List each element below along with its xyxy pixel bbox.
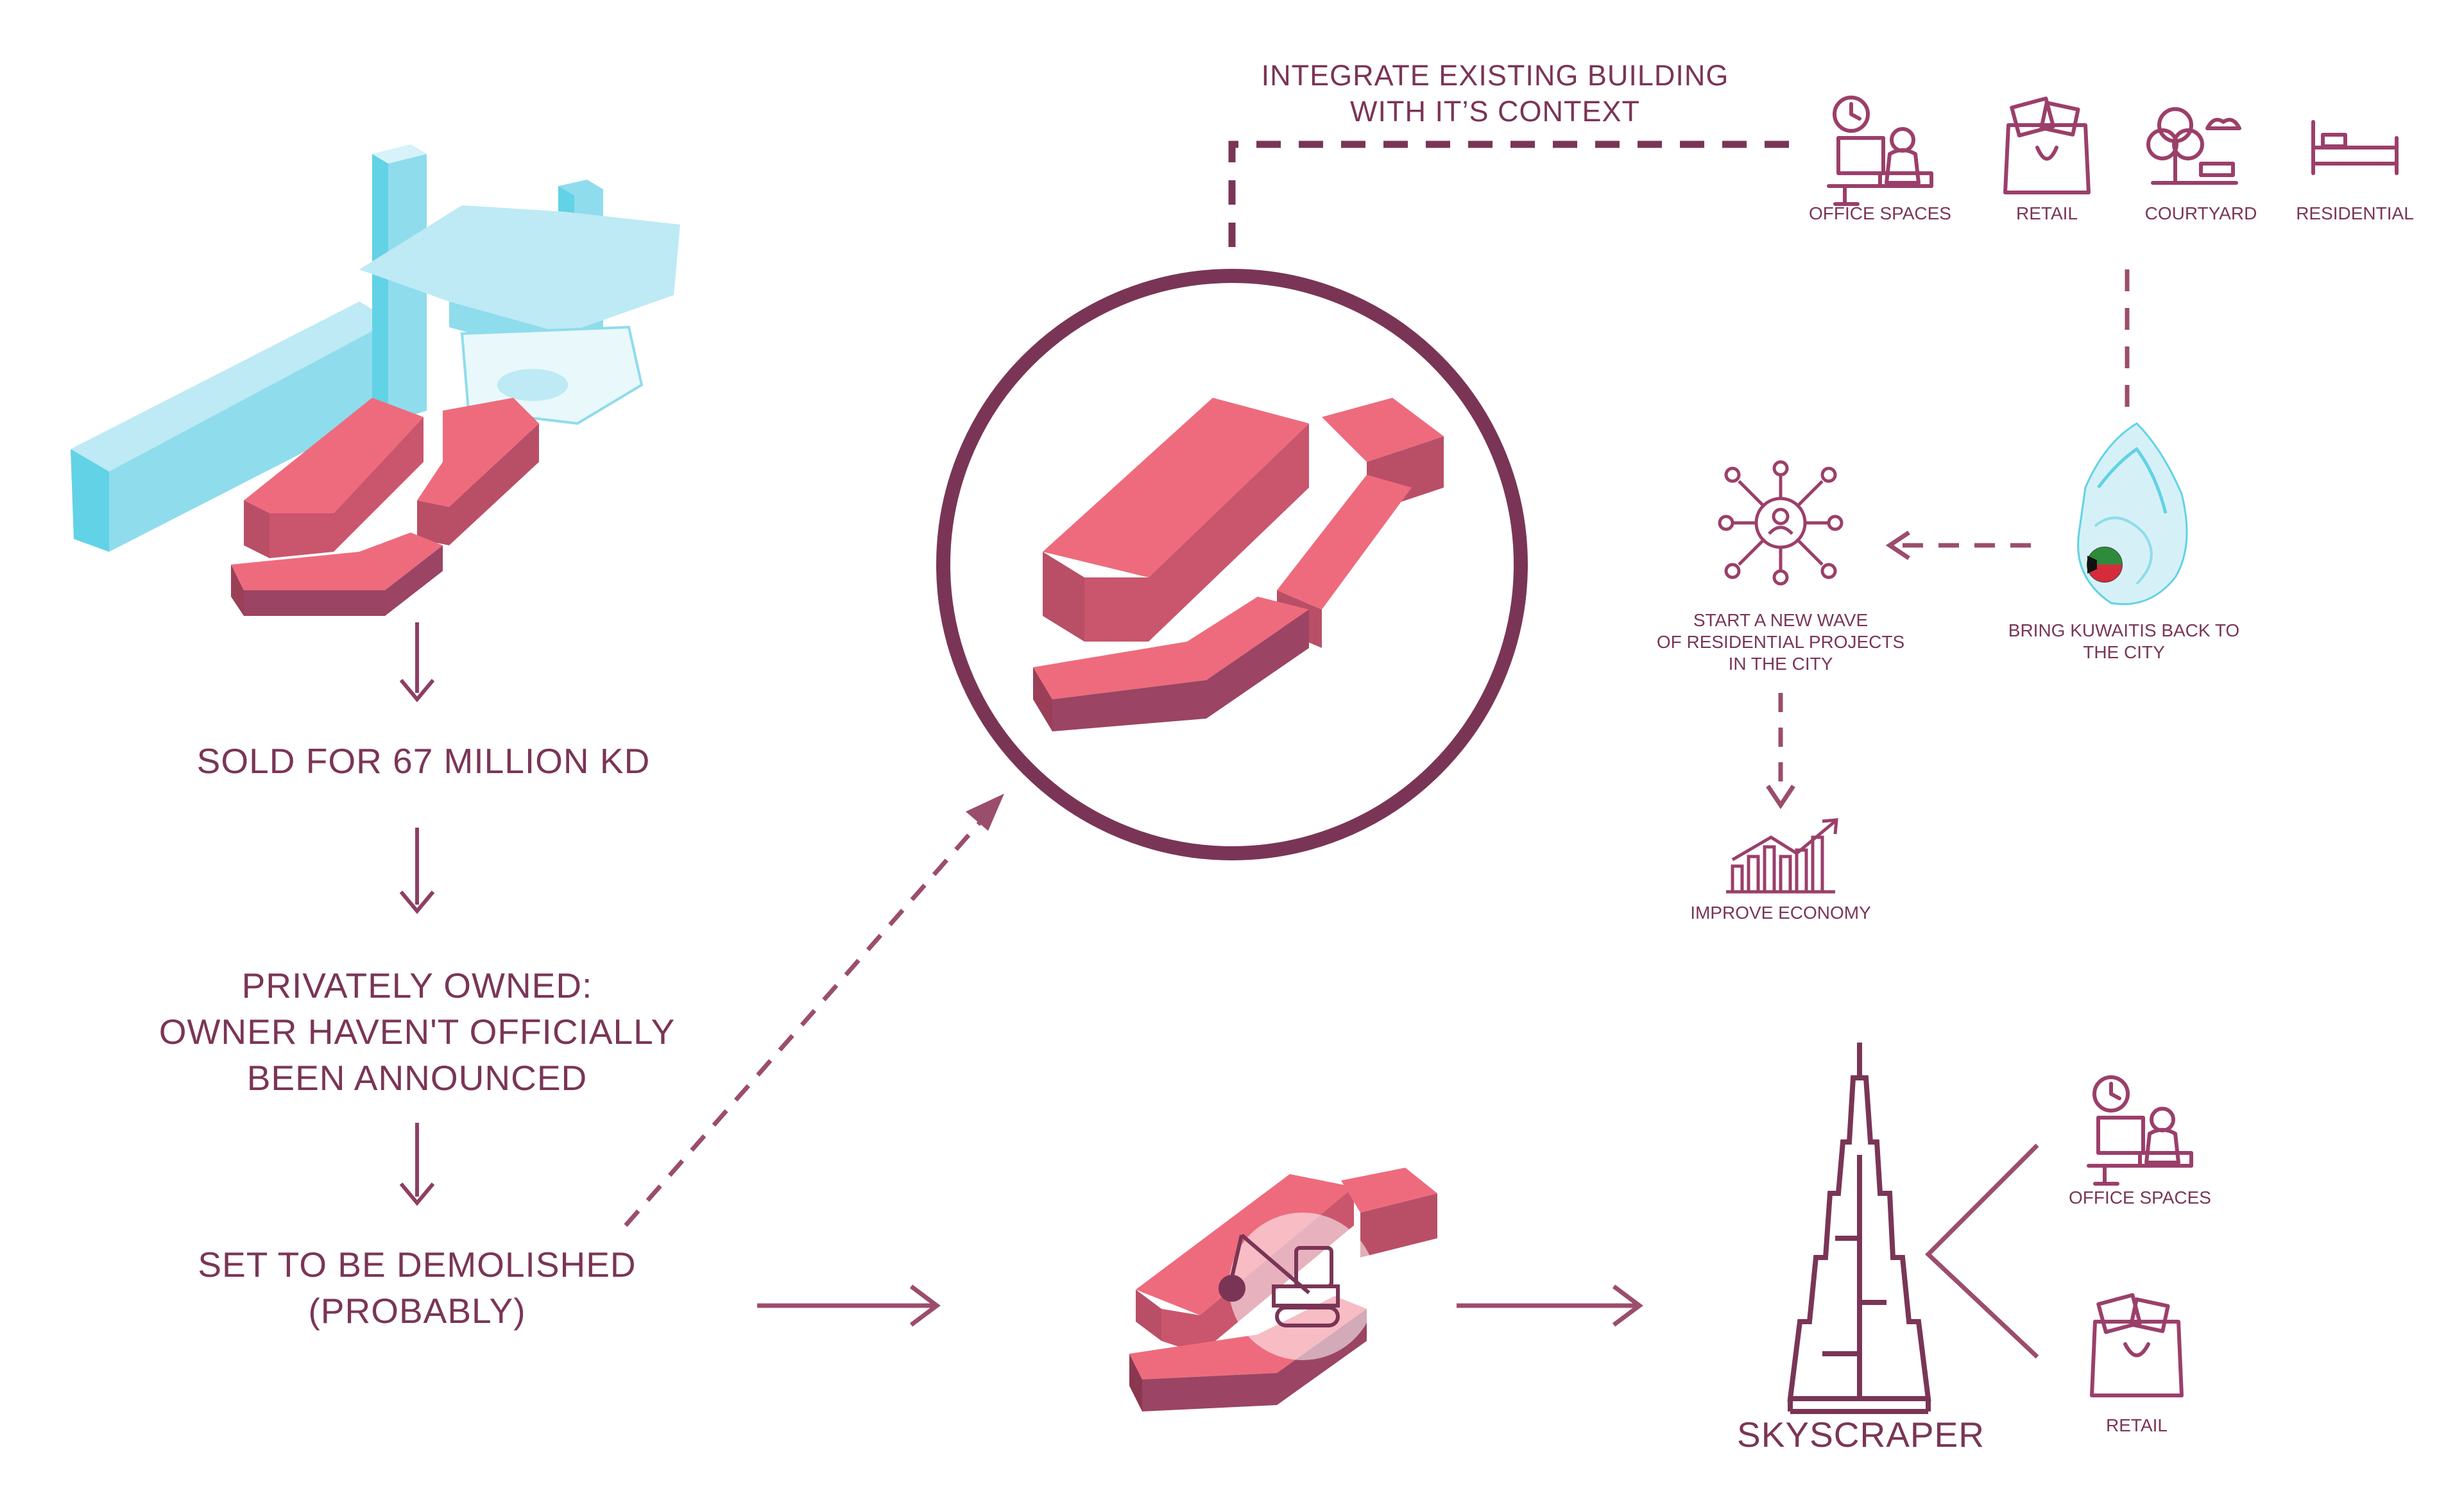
skyscraper-label: SKYSCRAPER xyxy=(1737,1415,1985,1454)
network-people-icon xyxy=(1718,460,1844,586)
demolition-building xyxy=(1129,1168,1437,1411)
privately-owned-label: PRIVATELY OWNED: OWNER HAVEN'T OFFICIALL… xyxy=(122,962,712,1101)
wave-line-1: START A NEW WAVE xyxy=(1693,610,1869,630)
crane-excavator-icon xyxy=(1219,1233,1340,1327)
economy-label: IMPROVE ECONOMY xyxy=(1690,903,1871,923)
demolish-line-1: SET TO BE DEMOLISHED xyxy=(198,1245,637,1284)
courtyard-icon xyxy=(2146,107,2241,185)
flow-arrows-left xyxy=(399,622,435,1206)
office-label: OFFICE SPACES xyxy=(1809,203,1951,223)
integrate-line-1: INTEGRATE EXISTING BUILDING xyxy=(1261,59,1729,92)
split-chevron xyxy=(1924,1143,2039,1359)
kuwait-map-icon xyxy=(2077,422,2188,606)
courtyard-label: COURTYARD xyxy=(2144,203,2257,223)
retail-label: RETAIL xyxy=(2016,203,2078,223)
skyscraper-icon xyxy=(1787,1043,1931,1414)
owned-line-2: OWNER HAVEN'T OFFICIALLY xyxy=(158,1012,676,1052)
owned-line-3: BEEN ANNOUNCED xyxy=(246,1058,588,1098)
kuwaitis-label: BRING KUWAITIS BACK TO THE CITY xyxy=(1996,620,2252,663)
focus-circle xyxy=(936,269,1528,860)
integrate-label: INTEGRATE EXISTING BUILDING WITH IT’S CO… xyxy=(1251,58,1739,130)
kuwaitis-line-2: THE CITY xyxy=(2083,642,2165,662)
dashed-arrow-to-circle xyxy=(624,800,1000,1227)
office-icon xyxy=(1827,96,1933,206)
sold-label: SOLD FOR 67 MILLION KD xyxy=(196,741,651,781)
arrowhead xyxy=(966,794,1004,831)
kuwaitis-line-1: BRING KUWAITIS BACK TO xyxy=(2008,620,2240,640)
retail-bag-icon-2 xyxy=(2090,1293,2184,1397)
bed-icon xyxy=(2311,120,2399,175)
demolished-label: SET TO BE DEMOLISHED (PROBABLY) xyxy=(154,1241,680,1334)
wave-line-3: IN THE CITY xyxy=(1728,654,1833,674)
wave-line-2: OF RESIDENTIAL PROJECTS xyxy=(1656,632,1905,652)
new-wave-label: START A NEW WAVE OF RESIDENTIAL PROJECTS… xyxy=(1649,610,1912,675)
office-icon-2 xyxy=(2087,1075,2193,1186)
retail-bag-icon xyxy=(2003,96,2091,194)
integrate-line-2: WITH IT’S CONTEXT xyxy=(1350,95,1640,128)
skyscraper-retail-label: RETAIL xyxy=(2106,1415,2168,1435)
residential-label: RESIDENTIAL xyxy=(2296,203,2414,223)
central-building xyxy=(1033,398,1444,731)
demolish-line-2: (PROBABLY) xyxy=(308,1291,526,1331)
economy-chart-icon xyxy=(1726,818,1838,894)
existing-site-massing xyxy=(71,144,680,616)
owned-line-1: PRIVATELY OWNED: xyxy=(241,966,593,1005)
dashed-link-integrate xyxy=(1228,141,1797,247)
skyscraper-office-label: OFFICE SPACES xyxy=(2069,1188,2211,1207)
